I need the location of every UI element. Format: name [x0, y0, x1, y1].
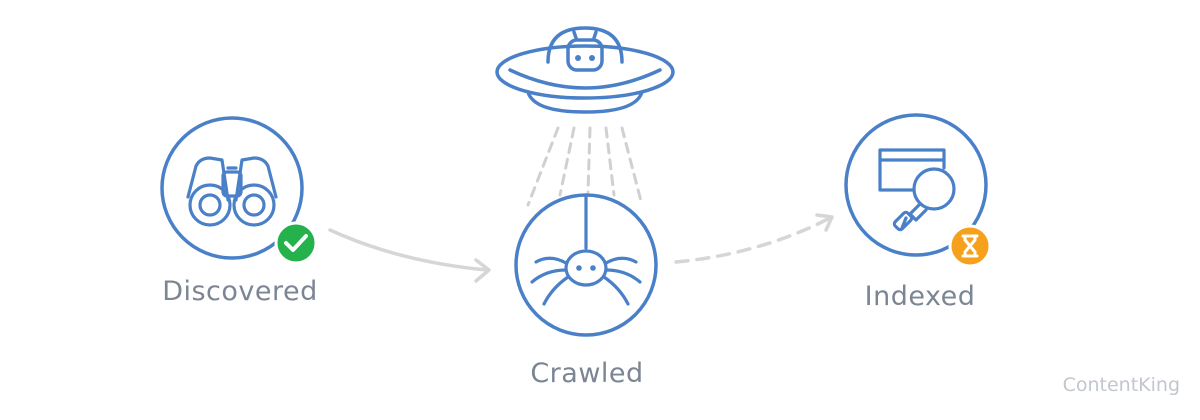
brand-logo: ContentKing: [1062, 374, 1180, 396]
arrow-discovered-to-crawled: [328, 228, 491, 283]
crawler-beam: [526, 126, 644, 207]
discovered-circle: [160, 116, 304, 260]
stage-label-discovered: Discovered: [162, 276, 318, 307]
search-window-icon: [878, 148, 956, 232]
spider-icon: [530, 195, 642, 306]
checkmark-icon: [284, 234, 308, 252]
indexed-stage: [844, 113, 992, 268]
ufo-robot-icon: [495, 26, 675, 114]
pending-badge: [948, 224, 992, 268]
arrow-crawled-to-indexed: [674, 213, 834, 264]
binoculars-icon: [186, 156, 278, 227]
hourglass-icon: [961, 234, 979, 258]
stage-label-indexed: Indexed: [864, 281, 976, 312]
stage-label-crawled: Crawled: [530, 358, 644, 389]
crawled-stage: [514, 193, 658, 337]
complete-badge: [274, 221, 318, 265]
discovered-stage: [160, 116, 318, 265]
